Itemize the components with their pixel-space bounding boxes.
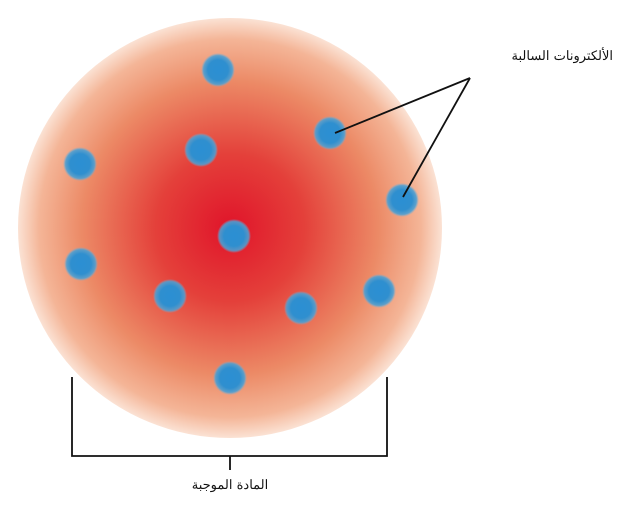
- electron: [201, 53, 235, 87]
- electron-pointer-line: [402, 77, 471, 198]
- electron: [385, 183, 419, 217]
- positive-matter-label: المادة الموجبة: [191, 478, 269, 493]
- electrons-label: الألكترونات السالبة: [511, 49, 613, 64]
- electron: [213, 361, 247, 395]
- electron: [153, 279, 187, 313]
- electron: [362, 274, 396, 308]
- electron-pointer-line: [334, 77, 471, 134]
- electron: [217, 219, 251, 253]
- electron: [184, 133, 218, 167]
- electron: [64, 247, 98, 281]
- electron: [313, 116, 347, 150]
- positive-matter-bracket: [71, 377, 388, 470]
- electron: [284, 291, 318, 325]
- electron: [63, 147, 97, 181]
